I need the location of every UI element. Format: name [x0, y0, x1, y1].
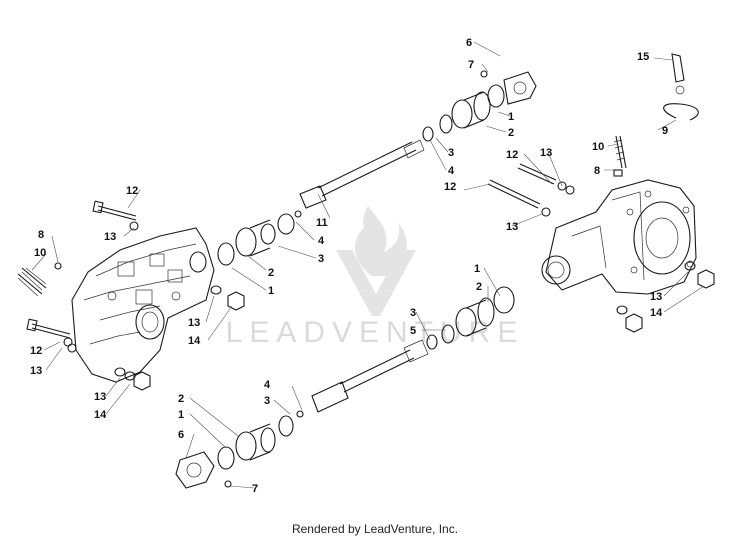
callout-7: 7	[252, 483, 258, 495]
retaining-ring-and-clip	[663, 53, 699, 121]
callout-13: 13	[94, 391, 106, 403]
callout-6: 6	[178, 429, 184, 441]
callout-13: 13	[540, 147, 552, 159]
callout-1: 1	[508, 111, 514, 123]
callout-12: 12	[30, 345, 42, 357]
callout-13: 13	[188, 317, 200, 329]
callout-10: 10	[592, 141, 604, 153]
flame-logo-icon	[354, 206, 407, 276]
callout-3: 3	[264, 395, 270, 407]
watermark-brand-text: LEADVENTURE	[226, 316, 525, 349]
callout-2: 2	[476, 281, 482, 293]
upper-right-cv-boot-set	[422, 70, 537, 142]
callout-14: 14	[650, 307, 663, 319]
callout-4: 4	[264, 379, 271, 391]
callout-2: 2	[178, 393, 184, 405]
callout-11: 11	[316, 217, 328, 229]
callout-10: 10	[34, 247, 46, 259]
callout-2: 2	[268, 267, 274, 279]
leadventure-watermark: LEADVENTURE	[226, 206, 525, 349]
callout-9: 9	[662, 125, 668, 137]
callout-14: 14	[188, 335, 201, 347]
right-gear-case-housing	[541, 179, 697, 295]
callout-4: 4	[448, 165, 455, 177]
footer-credit: Rendered by LeadVenture, Inc.	[291, 522, 459, 536]
callout-3: 3	[410, 307, 416, 319]
callout-7: 7	[468, 59, 474, 71]
chevron-logo-icon	[336, 250, 416, 316]
callout-4: 4	[318, 235, 325, 247]
callout-13: 13	[30, 365, 42, 377]
callout-leader-lines	[31, 41, 705, 489]
callout-3: 3	[318, 253, 324, 265]
callout-13: 13	[650, 291, 662, 303]
callout-8: 8	[594, 165, 600, 177]
callout-15: 15	[637, 51, 649, 63]
rear-axle-shaft	[311, 339, 429, 413]
callout-3: 3	[448, 147, 454, 159]
left-gear-case-housing	[71, 227, 215, 383]
callout-14: 14	[94, 409, 107, 421]
callout-12: 12	[126, 185, 138, 197]
callout-1: 1	[178, 409, 184, 421]
callout-1: 1	[474, 263, 480, 275]
callout-13: 13	[104, 231, 116, 243]
lower-right-cv-boot-set	[426, 286, 515, 350]
callout-13: 13	[506, 221, 518, 233]
callout-2: 2	[508, 127, 514, 139]
callout-8: 8	[38, 229, 44, 241]
callout-labels: 6 7 1 2 3 4 12 13 11 4 3 2 1 12 13 8 10 …	[30, 37, 668, 495]
callout-6: 6	[466, 37, 472, 49]
lower-left-cv-boot-set	[175, 410, 304, 489]
breather-hose-and-fitting	[17, 262, 62, 297]
callout-12: 12	[444, 181, 456, 193]
callout-5: 5	[410, 325, 416, 337]
callout-12: 12	[506, 149, 518, 161]
left-cv-boot-set	[217, 210, 302, 266]
right-fasteners	[487, 135, 715, 333]
front-axle-shaft	[299, 139, 425, 209]
left-fasteners	[26, 200, 245, 391]
callout-1: 1	[268, 285, 274, 297]
